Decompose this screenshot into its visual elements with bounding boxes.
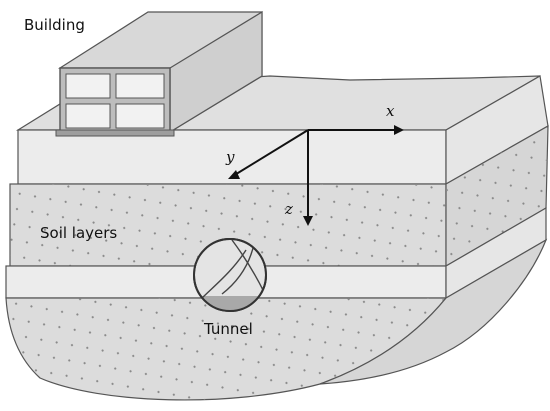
building-block (55, 10, 263, 137)
x-axis-label: x (386, 102, 395, 120)
tunnel (193, 238, 267, 312)
tunnel-label: Tunnel (203, 320, 253, 338)
y-axis-arrow (232, 129, 309, 177)
soil-layers-label: Soil layers (40, 224, 117, 242)
bottom-soil-side (319, 238, 548, 385)
z-axis-label: z (284, 200, 293, 218)
y-axis-label: y (225, 148, 235, 166)
building-label: Building (24, 16, 85, 34)
coordinate-axes (228, 125, 404, 226)
